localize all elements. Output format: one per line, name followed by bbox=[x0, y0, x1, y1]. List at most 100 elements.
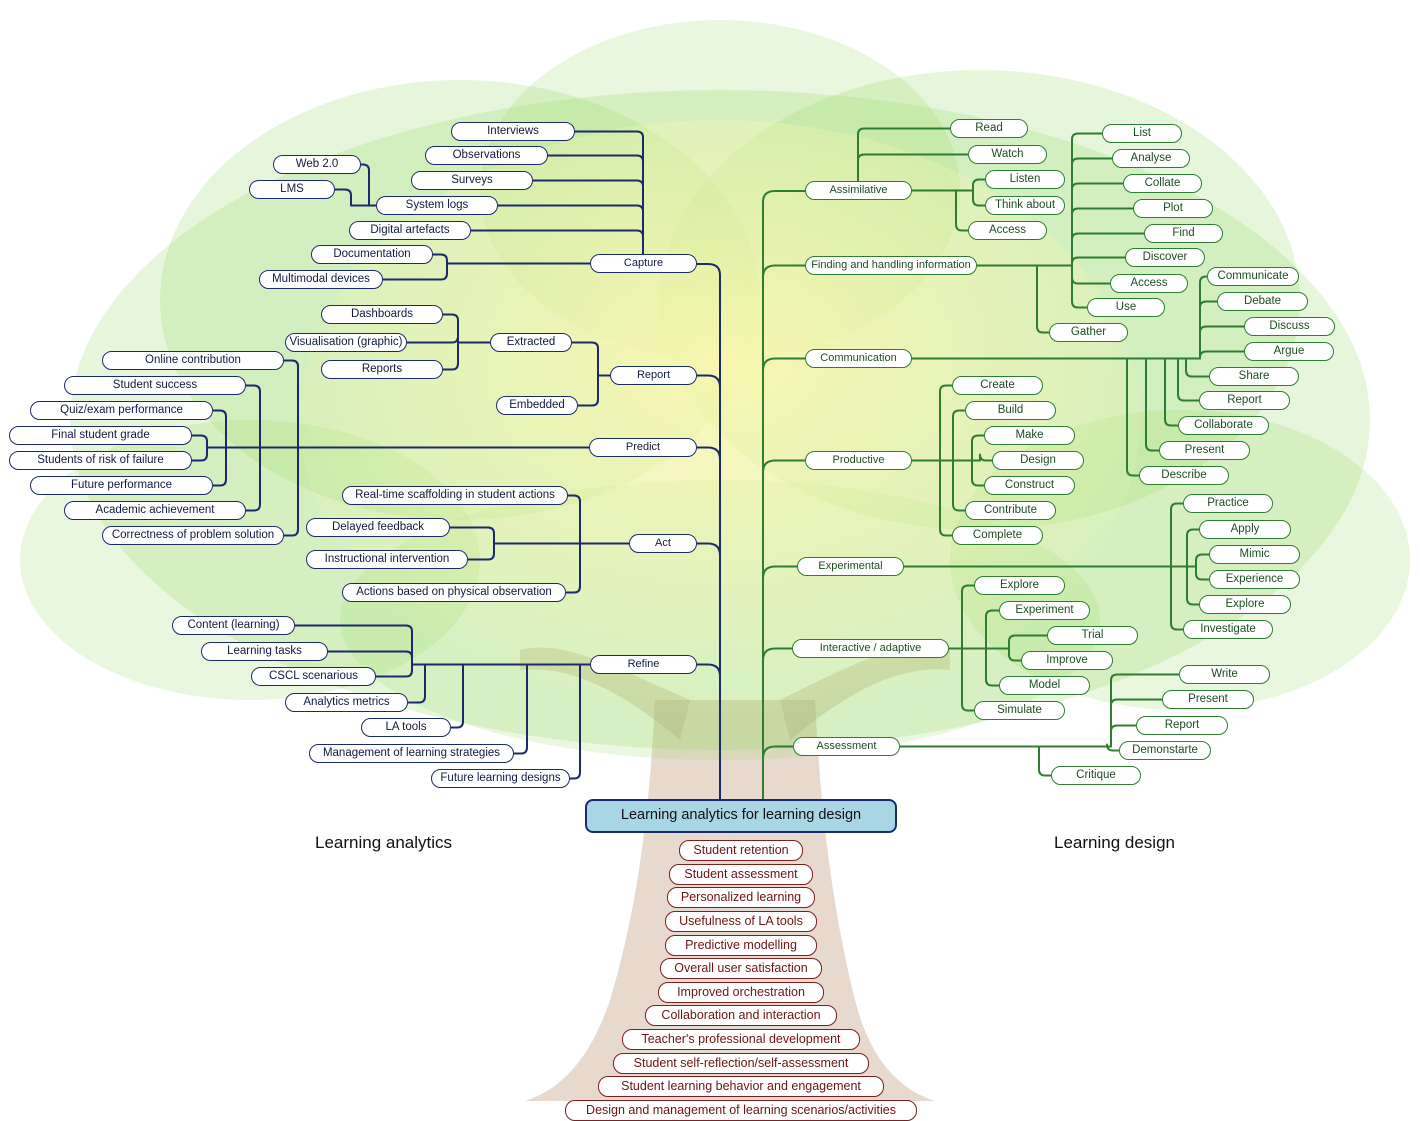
cscl-scenarious-node[interactable]: CSCL scenarious bbox=[251, 667, 376, 686]
outcome-item[interactable]: Usefulness of LA tools bbox=[665, 911, 817, 932]
lms-node[interactable]: LMS bbox=[249, 180, 335, 199]
predict-node[interactable]: Predict bbox=[589, 438, 697, 457]
productive-node[interactable]: Productive bbox=[805, 451, 912, 470]
dashboards-node[interactable]: Dashboards bbox=[321, 305, 443, 324]
access-node[interactable]: Access bbox=[968, 221, 1047, 240]
multimodal-devices-node[interactable]: Multimodal devices bbox=[259, 270, 383, 289]
think-about-node[interactable]: Think about bbox=[985, 196, 1065, 215]
correctness-problem-solution-node[interactable]: Correctness of problem solution bbox=[102, 526, 284, 545]
capture-node[interactable]: Capture bbox=[590, 254, 697, 273]
trial-node[interactable]: Trial bbox=[1047, 626, 1138, 645]
describe-node[interactable]: Describe bbox=[1139, 466, 1229, 485]
communicate-node[interactable]: Communicate bbox=[1207, 267, 1299, 286]
explore-experimental-node[interactable]: Explore bbox=[1199, 595, 1291, 614]
list-node[interactable]: List bbox=[1102, 124, 1182, 143]
la-tools-node[interactable]: LA tools bbox=[361, 718, 451, 737]
outcome-item[interactable]: Student assessment bbox=[669, 864, 813, 885]
write-node[interactable]: Write bbox=[1179, 665, 1270, 684]
share-node[interactable]: Share bbox=[1209, 367, 1299, 386]
build-node[interactable]: Build bbox=[965, 401, 1056, 420]
assessment-node[interactable]: Assessment bbox=[793, 737, 900, 756]
communication-node[interactable]: Communication bbox=[805, 349, 912, 368]
collate-node[interactable]: Collate bbox=[1123, 174, 1202, 193]
complete-node[interactable]: Complete bbox=[952, 526, 1043, 545]
observations-node[interactable]: Observations bbox=[425, 146, 548, 165]
experimental-node[interactable]: Experimental bbox=[797, 557, 904, 576]
mimic-node[interactable]: Mimic bbox=[1209, 545, 1300, 564]
improve-node[interactable]: Improve bbox=[1021, 651, 1113, 670]
access-information-node[interactable]: Access bbox=[1110, 274, 1188, 293]
learning-tasks-node[interactable]: Learning tasks bbox=[201, 642, 328, 661]
outcome-item[interactable]: Personalized learning bbox=[667, 887, 815, 908]
make-node[interactable]: Make bbox=[984, 426, 1075, 445]
listen-node[interactable]: Listen bbox=[985, 170, 1065, 189]
interactive-adaptive-node[interactable]: Interactive / adaptive bbox=[792, 639, 949, 658]
outcome-item[interactable]: Overall user satisfaction bbox=[660, 958, 822, 979]
design-node[interactable]: Design bbox=[992, 451, 1084, 470]
report-communication-node[interactable]: Report bbox=[1199, 391, 1290, 410]
read-node[interactable]: Read bbox=[950, 119, 1028, 138]
act-node[interactable]: Act bbox=[629, 534, 697, 553]
visualisation-node[interactable]: Visualisation (graphic) bbox=[285, 333, 407, 352]
model-node[interactable]: Model bbox=[999, 676, 1090, 695]
watch-node[interactable]: Watch bbox=[968, 145, 1047, 164]
discuss-node[interactable]: Discuss bbox=[1244, 317, 1335, 336]
outcome-item[interactable]: Student retention bbox=[679, 840, 803, 861]
assimilative-node[interactable]: Assimilative bbox=[805, 181, 912, 200]
discover-node[interactable]: Discover bbox=[1125, 248, 1205, 267]
delayed-feedback-node[interactable]: Delayed feedback bbox=[306, 518, 450, 537]
outcome-item[interactable]: Collaboration and interaction bbox=[645, 1005, 837, 1026]
digital-artefacts-node[interactable]: Digital artefacts bbox=[349, 221, 471, 240]
instructional-intervention-node[interactable]: Instructional intervention bbox=[306, 550, 468, 569]
contribute-node[interactable]: Contribute bbox=[965, 501, 1056, 520]
outcome-item[interactable]: Teacher's professional development bbox=[622, 1029, 860, 1050]
investigate-node[interactable]: Investigate bbox=[1183, 620, 1273, 639]
student-success-node[interactable]: Student success bbox=[64, 376, 246, 395]
interviews-node[interactable]: Interviews bbox=[451, 122, 575, 141]
analyse-node[interactable]: Analyse bbox=[1112, 149, 1190, 168]
management-learning-strategies-node[interactable]: Management of learning strategies bbox=[309, 744, 514, 763]
extracted-node[interactable]: Extracted bbox=[490, 333, 572, 352]
find-node[interactable]: Find bbox=[1144, 224, 1223, 243]
quiz-exam-performance-node[interactable]: Quiz/exam performance bbox=[30, 401, 213, 420]
academic-achievement-node[interactable]: Academic achievement bbox=[64, 501, 246, 520]
surveys-node[interactable]: Surveys bbox=[411, 171, 533, 190]
outcome-item[interactable]: Improved orchestration bbox=[658, 982, 824, 1003]
embedded-node[interactable]: Embedded bbox=[496, 396, 578, 415]
simulate-node[interactable]: Simulate bbox=[974, 701, 1065, 720]
present-assessment-node[interactable]: Present bbox=[1162, 690, 1254, 709]
reports-node[interactable]: Reports bbox=[321, 360, 443, 379]
debate-node[interactable]: Debate bbox=[1217, 292, 1308, 311]
demonstarte-node[interactable]: Demonstarte bbox=[1119, 741, 1211, 760]
report-node[interactable]: Report bbox=[610, 366, 697, 385]
outcome-item[interactable]: Design and management of learning scenar… bbox=[565, 1100, 917, 1121]
analytics-metrics-node[interactable]: Analytics metrics bbox=[285, 693, 408, 712]
documentation-node[interactable]: Documentation bbox=[311, 245, 433, 264]
apply-node[interactable]: Apply bbox=[1199, 520, 1291, 539]
root-node[interactable]: Learning analytics for learning design bbox=[585, 799, 897, 833]
present-communication-node[interactable]: Present bbox=[1159, 441, 1250, 460]
critique-node[interactable]: Critique bbox=[1051, 766, 1141, 785]
explore-interactive-node[interactable]: Explore bbox=[974, 576, 1065, 595]
online-contribution-node[interactable]: Online contribution bbox=[102, 351, 284, 370]
real-time-scaffolding-node[interactable]: Real-time scaffolding in student actions bbox=[342, 486, 568, 505]
experiment-node[interactable]: Experiment bbox=[999, 601, 1090, 620]
future-learning-designs-node[interactable]: Future learning designs bbox=[431, 769, 570, 788]
web-2-node[interactable]: Web 2.0 bbox=[273, 155, 361, 174]
system-logs-node[interactable]: System logs bbox=[376, 196, 498, 215]
create-node[interactable]: Create bbox=[952, 376, 1043, 395]
plot-node[interactable]: Plot bbox=[1133, 199, 1213, 218]
construct-node[interactable]: Construct bbox=[984, 476, 1075, 495]
outcome-item[interactable]: Student self-reflection/self-assessment bbox=[613, 1053, 869, 1074]
use-node[interactable]: Use bbox=[1087, 298, 1165, 317]
physical-observation-node[interactable]: Actions based on physical observation bbox=[342, 583, 566, 602]
final-student-grade-node[interactable]: Final student grade bbox=[9, 426, 192, 445]
outcome-item[interactable]: Student learning behavior and engagement bbox=[598, 1076, 884, 1097]
report-assessment-node[interactable]: Report bbox=[1136, 716, 1228, 735]
collaborate-node[interactable]: Collaborate bbox=[1178, 416, 1269, 435]
refine-node[interactable]: Refine bbox=[590, 655, 697, 674]
practice-node[interactable]: Practice bbox=[1183, 494, 1273, 513]
experience-node[interactable]: Experience bbox=[1209, 570, 1300, 589]
finding-handling-information-node[interactable]: Finding and handling information bbox=[805, 256, 977, 275]
gather-node[interactable]: Gather bbox=[1049, 323, 1128, 342]
